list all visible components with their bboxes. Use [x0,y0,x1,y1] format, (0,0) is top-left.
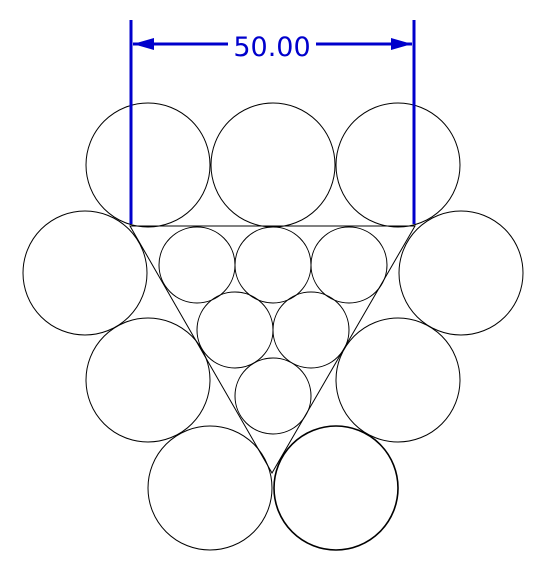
dimension-annotation: 50.00 [129,20,416,224]
outer-circle-top-right [335,102,461,228]
dimension-value: 50.00 [233,32,310,63]
outer-circle-lower-left [85,317,211,443]
outer-circle-group [22,102,524,551]
inner-circle-row1-right [310,226,388,304]
outer-circle-bottom-left [147,425,273,551]
arrowhead-left [133,38,154,50]
outer-circle-mid-right [398,210,524,336]
outer-circle-mid-left [22,210,148,336]
outer-circle-top-center [210,102,336,228]
outer-circle-lower-right [335,317,461,443]
inner-circle-row2-right [272,291,350,369]
inner-circle-row1-center [234,226,312,304]
arrowhead-right [391,38,412,50]
inner-circle-row2-left [196,291,274,369]
inner-circle-row3-center [234,357,312,435]
inner-circle-group [158,226,388,435]
outer-circle-top-left [85,102,211,228]
outer-circle-bottom-right [273,425,399,551]
inner-circle-row1-left [158,226,236,304]
